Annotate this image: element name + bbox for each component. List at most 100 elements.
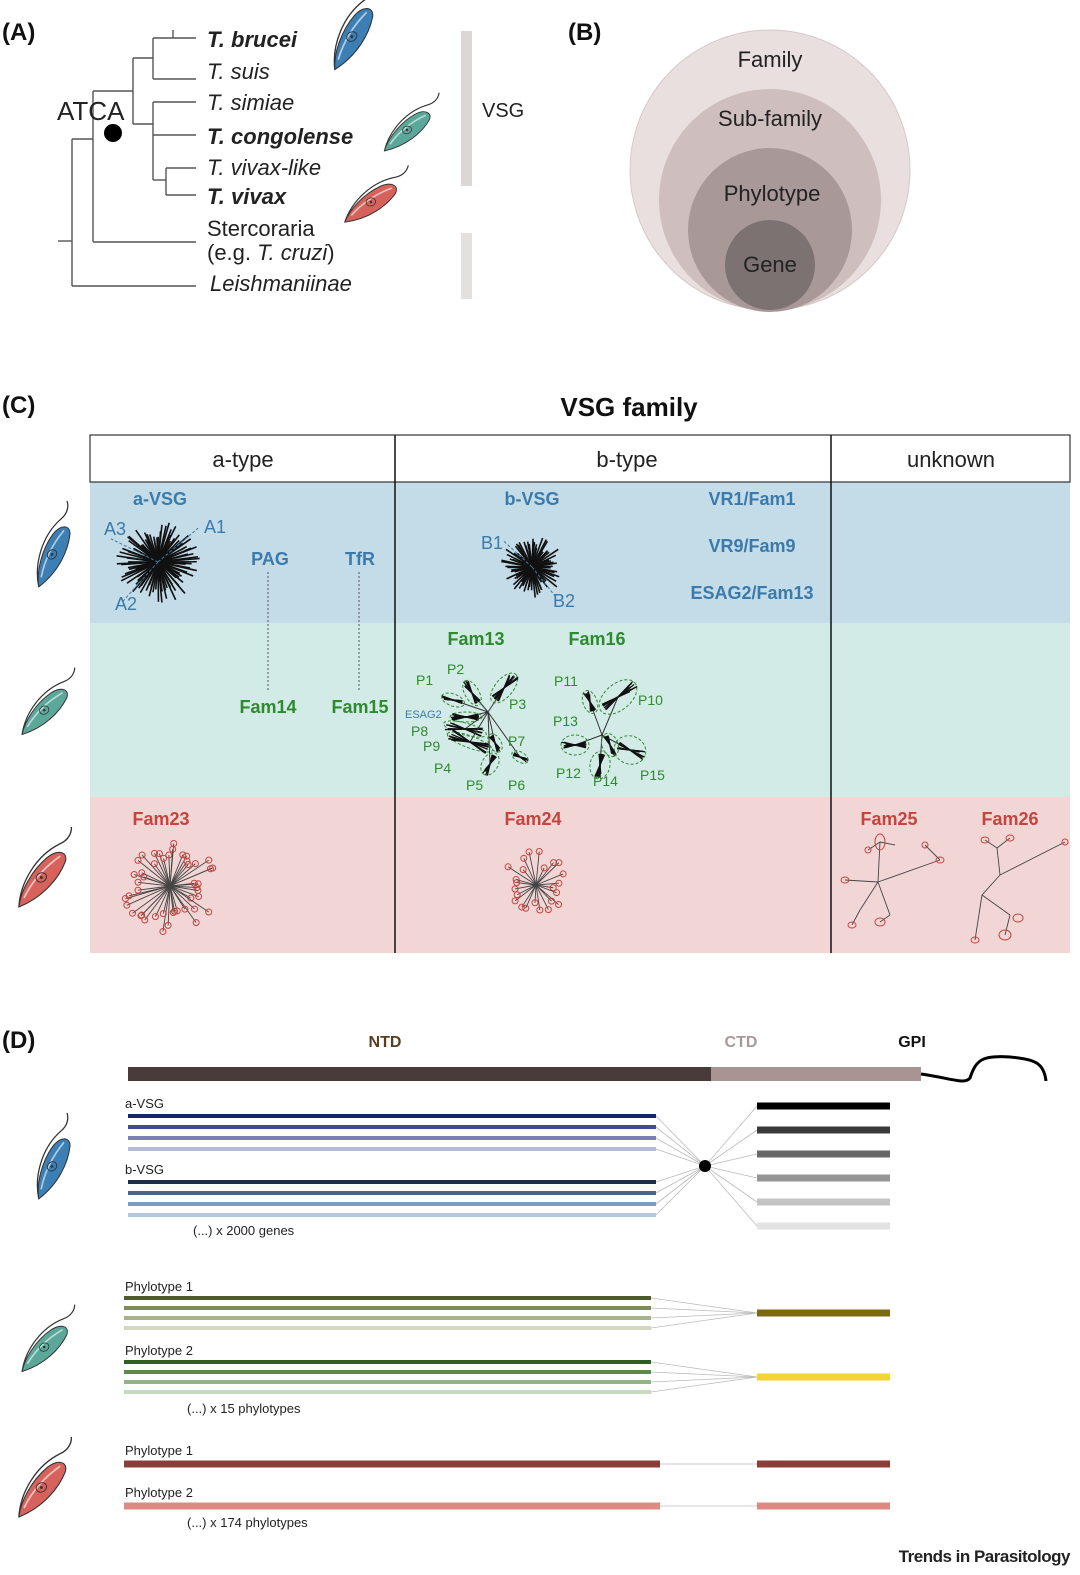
taxon-t-brucei: T. brucei bbox=[207, 27, 298, 52]
tree-tip bbox=[138, 869, 146, 877]
tree-branch bbox=[516, 884, 537, 896]
tree-branch bbox=[169, 885, 199, 891]
tree-branch bbox=[521, 884, 537, 908]
trypanosome-icon-brucei-d bbox=[9, 1112, 98, 1201]
tree-branch bbox=[491, 735, 499, 751]
phylotype-hull bbox=[462, 679, 482, 707]
trypanosome-icon-congolense-c bbox=[5, 666, 93, 737]
tree-tip bbox=[159, 928, 167, 936]
phylotype-hull bbox=[441, 692, 465, 708]
ntd-connector bbox=[650, 1312, 758, 1319]
ctd-connector bbox=[704, 1165, 758, 1179]
panel-c-label: (C) bbox=[2, 392, 35, 419]
tree-tip bbox=[179, 851, 187, 859]
tree-branch bbox=[144, 885, 171, 921]
brucei-ctd-junction bbox=[699, 1160, 711, 1172]
tree-branch bbox=[128, 885, 171, 897]
row-congolense bbox=[90, 623, 1070, 797]
fam24-label: Fam24 bbox=[504, 809, 561, 829]
tree-branch bbox=[487, 711, 491, 765]
taxon-stercoraria: Stercoraria bbox=[207, 216, 315, 241]
fam25-tree bbox=[840, 833, 945, 929]
ctd-connector bbox=[704, 1153, 758, 1167]
clade-a3: A3 bbox=[104, 519, 126, 539]
tree-tip bbox=[998, 929, 1012, 941]
tree-tip bbox=[138, 851, 146, 859]
tree-branch bbox=[507, 866, 537, 886]
journal-brand: Trends in Parasitology bbox=[898, 1547, 1071, 1566]
tree-tip bbox=[191, 860, 199, 868]
brucei-gene-count: (...) x 2000 genes bbox=[193, 1223, 295, 1238]
ntd-connector bbox=[655, 1115, 706, 1167]
tree-tip bbox=[194, 880, 202, 888]
ntd-domain-bar bbox=[128, 1067, 711, 1081]
tree-tip bbox=[535, 848, 543, 856]
tree-branch bbox=[1004, 914, 1011, 936]
tree-tip bbox=[525, 848, 533, 856]
tree-branch bbox=[595, 754, 605, 777]
tree-branch bbox=[169, 885, 209, 913]
tree-tip bbox=[125, 892, 133, 900]
gpi-label: GPI bbox=[898, 1034, 926, 1051]
tree-branch bbox=[464, 685, 481, 702]
tree-tip bbox=[874, 917, 886, 927]
vsg-bar-label: VSG bbox=[482, 100, 524, 122]
tree-branch bbox=[879, 841, 896, 846]
clade-divider bbox=[531, 566, 558, 599]
tree-branch bbox=[138, 881, 171, 887]
panel-a-label: (A) bbox=[2, 19, 35, 46]
esag2-label: ESAG2 bbox=[405, 709, 442, 721]
tree-branch bbox=[137, 860, 171, 887]
tree-branch bbox=[482, 756, 497, 774]
clade-divider bbox=[110, 538, 159, 563]
tree-branch bbox=[169, 885, 174, 913]
ntd-connector bbox=[650, 1371, 758, 1378]
tree-branch bbox=[169, 885, 197, 889]
tree-tip bbox=[159, 910, 167, 918]
tree-branch bbox=[514, 884, 537, 890]
tree-branch bbox=[867, 841, 881, 851]
tree-tip bbox=[141, 916, 149, 924]
row-vivax bbox=[90, 797, 1070, 953]
ntd-connector bbox=[655, 1165, 706, 1194]
phylotype-hull bbox=[589, 750, 611, 780]
clade-b1: B1 bbox=[481, 533, 503, 553]
tree-branch bbox=[169, 864, 189, 887]
tree-branch bbox=[169, 885, 186, 910]
congolense-phylotype-count: (...) x 15 phylotypes bbox=[187, 1401, 301, 1416]
tree-tip bbox=[555, 879, 563, 887]
taxon-t-suis: T. suis bbox=[207, 59, 270, 84]
tree-tip bbox=[130, 871, 138, 879]
a-vsg-tree bbox=[110, 522, 200, 603]
tree-branch bbox=[487, 711, 521, 758]
tree-branch bbox=[443, 696, 463, 704]
tree-tip bbox=[847, 921, 857, 929]
tree-tip bbox=[540, 864, 548, 872]
taxon-t-vivax-like: T. vivax-like bbox=[207, 155, 321, 180]
tree-branch bbox=[137, 885, 171, 891]
tree-tip bbox=[205, 908, 213, 916]
tree-branch bbox=[563, 741, 587, 749]
vsg-bar bbox=[461, 31, 472, 186]
row-brucei bbox=[90, 482, 1070, 623]
phylotype-hull bbox=[613, 735, 647, 765]
trypanosome-icon-congolense-d bbox=[5, 1303, 93, 1374]
phylotype-p5: P5 bbox=[466, 777, 483, 793]
fam24-tree bbox=[504, 848, 567, 914]
clade-a1: A1 bbox=[204, 517, 226, 537]
phylotype-p6: P6 bbox=[508, 777, 525, 793]
tree-tip bbox=[840, 876, 850, 884]
fam26-label: Fam26 bbox=[981, 809, 1038, 829]
ntd-connector bbox=[655, 1165, 706, 1183]
clade-b2: B2 bbox=[553, 591, 575, 611]
tree-branch bbox=[143, 876, 171, 887]
tree-tip bbox=[206, 865, 214, 873]
clade-divider bbox=[502, 539, 533, 568]
trypanosome-icon-vivax-d bbox=[0, 1435, 95, 1519]
trypanosome-icon-brucei-c bbox=[9, 500, 98, 589]
tree-tip bbox=[123, 901, 131, 909]
tree-branch bbox=[996, 837, 1011, 849]
tree-branch bbox=[167, 885, 171, 926]
fam13-tree bbox=[441, 672, 529, 776]
